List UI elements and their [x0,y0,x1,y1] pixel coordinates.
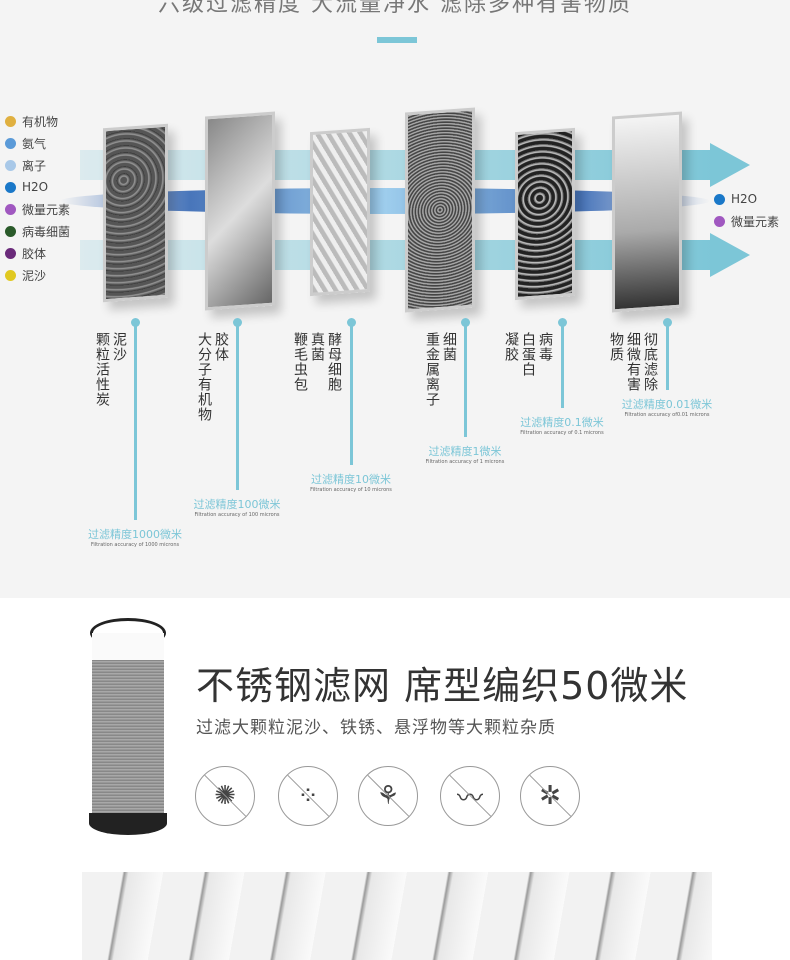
legend-output: H2O 微量元素 [714,188,779,232]
particle-icon [5,159,16,171]
legend-item: 胶体 [5,242,70,264]
particle-icon [5,115,16,127]
stage-pointer-line [461,318,470,437]
accuracy-en: Filtration accuracy of 100 microns [194,512,280,518]
stage-description: 彻底滤除 细微有害 物质 [608,332,658,392]
title-underline [377,37,417,43]
particle-icon [5,137,16,149]
accuracy-cn: 过滤精度1000微米 [88,528,182,541]
legend-label: 离子 [22,158,47,173]
filter-panel-spheres [515,127,575,301]
legend-item: 氨气 [5,132,70,154]
legend-item: 病毒细菌 [5,220,70,242]
legend-item: 微量元素 [5,198,70,220]
accuracy-en: Filtration accuracy of 10 microns [310,487,392,493]
filter-panel-membrane [405,107,475,313]
no-bacteria-icon: ✺ [195,766,255,826]
accuracy-cn: 过滤精度1微米 [428,445,502,458]
legend-item: 有机物 [5,110,70,132]
legend-item: 微量元素 [714,210,779,232]
accuracy-cn: 过滤精度100微米 [193,498,281,511]
stage-description: 泥沙 颗粒活性炭 [94,332,127,407]
accuracy-en: Filtration accuracy of 0.1 microns [520,430,604,436]
stage-pointer-line [131,318,140,520]
particle-icon [5,247,16,259]
stage-description: 酵母细胞 真菌 鞭毛虫包 [292,332,342,392]
accuracy-cn: 过滤精度10微米 [311,473,391,486]
stage-description: 病毒 白蛋白 凝胶 [503,332,553,377]
arrow-right-icon [710,233,750,277]
particle-icon [714,193,725,205]
accuracy-cn: 过滤精度0.1微米 [520,416,604,429]
stage-description: 细菌 重金属离子 [424,332,457,407]
particle-icon [5,203,16,215]
legend-label: 氨气 [22,136,47,151]
legend-label: 病毒细菌 [22,224,71,239]
filter-panel-molecular [205,111,275,311]
stage-pointer-line [347,318,356,465]
stage-pointer-line [558,318,567,408]
stage-description: 胶体 大分子有机物 [196,332,229,422]
stage-pointer-line [233,318,242,490]
stage-pointer-line [663,318,672,390]
filter-panel-gravel [103,123,168,303]
filter-closeup-image [82,872,712,960]
legend-item: 泥沙 [5,264,70,286]
legend-label: 胶体 [22,246,47,261]
no-algae-icon: ✲ [520,766,580,826]
legend-input: 有机物氨气离子 H2O 微量元素病毒细菌胶体泥沙 [5,110,70,286]
filter-panel-clean-water [612,111,682,313]
accuracy-en: Filtration accuracy of0.01 microns [624,412,710,418]
filtration-stages-section: 六级过滤精度 大流量净水 滤除多种有害物质 有机物氨气离子 H2O 微量元素病毒细菌… [0,0,790,598]
accuracy-cn: 过滤精度0.01微米 [621,398,713,411]
legend-label: 微量元素 [731,214,780,229]
particle-icon [5,181,16,193]
no-particles-icon: ⁘ [278,766,338,826]
legend-label: 有机物 [22,114,59,129]
no-microbes-icon: ⚘ [358,766,418,826]
accuracy-en: Filtration accuracy of 1 microns [425,459,505,465]
legend-item: H2O [5,176,70,198]
legend-label: 微量元素 [22,202,71,217]
product-subtitle: 过滤大颗粒泥沙、铁锈、悬浮物等大颗粒杂质 [196,718,556,738]
legend-label: H2O [22,180,49,194]
particle-icon [5,225,16,237]
legend-label: 泥沙 [22,268,47,283]
legend-item: H2O [714,188,779,210]
stainless-mesh-filter-image [88,618,168,836]
no-worms-icon: 〰 [440,766,500,826]
particle-icon [714,215,725,227]
accuracy-en: Filtration accuracy of 1000 microns [90,542,180,548]
section-title: 六级过滤精度 大流量净水 滤除多种有害物质 [158,0,632,17]
legend-label: H2O [731,192,758,206]
product-title: 不锈钢滤网 席型编织50微米 [196,664,689,708]
particle-icon [5,269,16,281]
filter-panel-fiber [310,127,370,297]
arrow-right-icon [710,143,750,187]
water-stream [60,188,710,214]
legend-item: 离子 [5,154,70,176]
